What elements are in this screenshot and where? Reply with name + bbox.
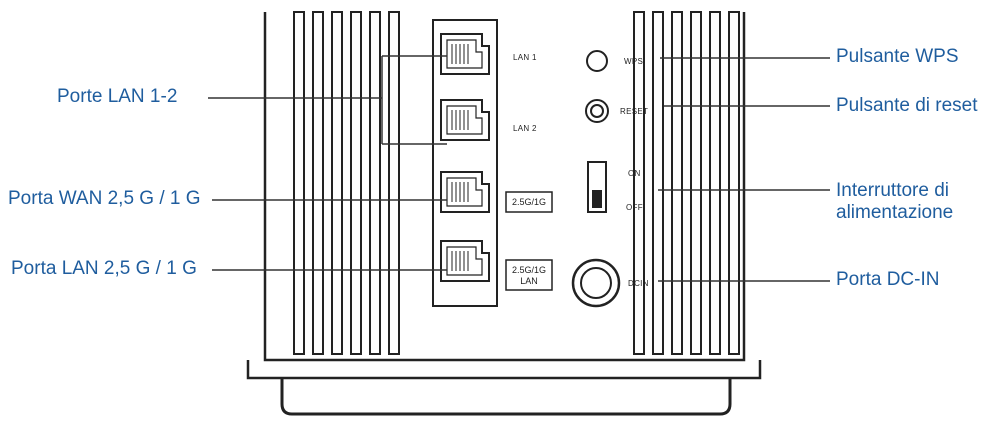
lan-speed-badge bbox=[505, 259, 553, 291]
rj45-port-wan bbox=[440, 171, 490, 213]
rj45-port-lan-25g bbox=[440, 240, 490, 282]
callout-wan-port: Porta WAN 2,5 G / 1 G bbox=[8, 188, 201, 209]
lan-speed-badge-text-line2: LAN bbox=[520, 276, 538, 286]
off-panel-label: OFF bbox=[626, 203, 643, 212]
leader-lines-right bbox=[658, 57, 830, 282]
left-vent-grille bbox=[293, 11, 400, 355]
device-body bbox=[246, 12, 762, 380]
port-block-frame bbox=[432, 19, 498, 307]
dcin-panel-label: DCIN bbox=[628, 279, 649, 288]
lan-speed-badge-text-line1: 2.5G/1G bbox=[512, 265, 546, 275]
reset-button[interactable] bbox=[590, 104, 604, 118]
callout-lan-25g-port: Porta LAN 2,5 G / 1 G bbox=[11, 258, 197, 279]
wan-speed-badge bbox=[505, 191, 553, 213]
wps-button[interactable] bbox=[586, 50, 608, 72]
wps-panel-label: WPS bbox=[624, 57, 643, 66]
callout-wps-button: Pulsante WPS bbox=[836, 46, 959, 67]
callout-power-switch-line2: alimentazione bbox=[836, 202, 954, 223]
rj45-port-lan1 bbox=[440, 33, 490, 75]
right-vent-grille bbox=[633, 11, 740, 355]
callout-power-switch-line1: Interruttore di bbox=[836, 180, 949, 201]
device-base bbox=[280, 378, 732, 416]
power-switch-toggle bbox=[592, 190, 602, 208]
dcin-port-inner bbox=[580, 267, 612, 299]
reset-panel-label: RESET bbox=[620, 107, 648, 116]
on-panel-label: ON bbox=[628, 169, 641, 178]
rj45-port-lan2 bbox=[440, 99, 490, 141]
lan2-panel-label: LAN 2 bbox=[513, 124, 537, 133]
leader-lines-left bbox=[208, 55, 447, 271]
callout-dcin-port: Porta DC-IN bbox=[836, 269, 940, 290]
wan-speed-badge-text: 2.5G/1G bbox=[512, 197, 546, 207]
lan1-panel-label: LAN 1 bbox=[513, 53, 537, 62]
callout-lan-ports: Porte LAN 1-2 bbox=[57, 86, 178, 107]
callout-reset-button: Pulsante di reset bbox=[836, 95, 978, 116]
